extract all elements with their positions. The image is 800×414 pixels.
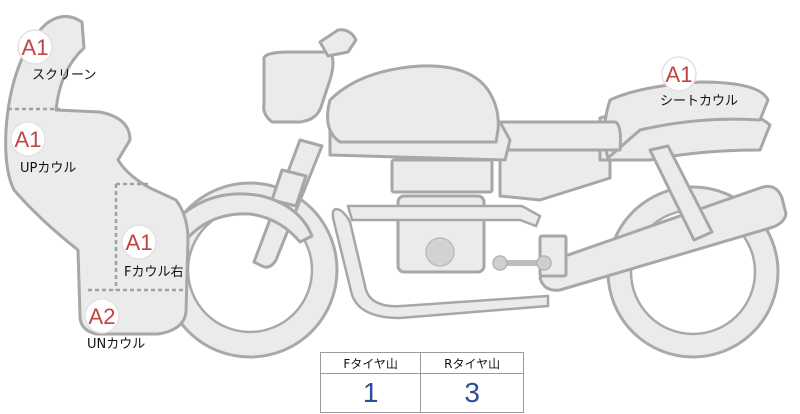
exhaust-pipe — [331, 208, 550, 320]
swingarm — [538, 184, 788, 292]
label-f-cowl-right-name: Fカウル右 — [124, 265, 183, 280]
label-up-cowl-name: UPカウル — [20, 161, 76, 176]
label-screen: A1 スクリーン — [17, 29, 96, 83]
label-screen-name: スクリーン — [32, 68, 96, 83]
fuel-tank — [326, 64, 500, 144]
label-up-cowl: A1 UPカウル — [10, 121, 76, 176]
rear-frame — [498, 148, 612, 202]
foot-peg — [492, 255, 552, 271]
tire-tread-table: Fタイヤ山 Rタイヤ山 1 3 — [319, 352, 524, 413]
seat — [488, 120, 622, 152]
front-fender — [172, 192, 314, 244]
exhaust-pipe-inner — [346, 204, 542, 228]
rear-tire-header: Rタイヤ山 — [420, 352, 524, 374]
label-un-cowl-name: UNカウル — [87, 337, 145, 352]
handlebar — [318, 28, 358, 58]
front-tire-header: Fタイヤ山 — [319, 352, 422, 374]
part-boundaries — [8, 107, 184, 292]
label-un-cowl: A2 UNカウル — [84, 298, 145, 352]
label-up-cowl-grade: A1 — [15, 127, 42, 152]
rear-strut — [648, 144, 714, 242]
fork-boot — [270, 168, 308, 208]
label-seat-cowl: A1 シートカウル — [660, 56, 738, 109]
headlight — [262, 50, 335, 124]
front-tire-value: 1 — [319, 373, 422, 413]
label-f-cowl-right: A1 Fカウル右 — [121, 224, 183, 280]
label-un-cowl-grade: A2 — [89, 304, 116, 329]
rear-tire-value: 3 — [420, 373, 524, 413]
label-screen-grade: A1 — [22, 35, 49, 60]
label-f-cowl-right-grade: A1 — [126, 230, 153, 255]
label-seat-cowl-grade: A1 — [666, 62, 693, 87]
label-seat-cowl-name: シートカウル — [660, 94, 738, 109]
